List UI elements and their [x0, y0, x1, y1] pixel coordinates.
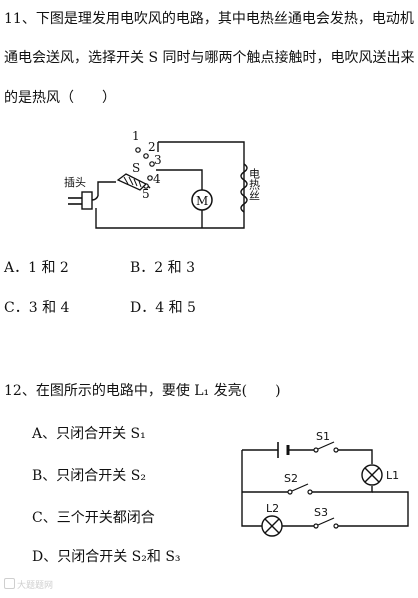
plug-icon	[68, 191, 99, 210]
q11-stem-line2: 通电会送风，选择开关 S 同时与哪两个触点接触时，电吹风送出来	[4, 50, 415, 66]
switch-s3-icon	[313, 517, 339, 529]
lamp-l2-label: L2	[266, 502, 279, 515]
q11-stem-line3: 的是热风（ ）	[4, 90, 116, 106]
circuit-wires	[241, 449, 409, 527]
heater-coil-icon	[240, 163, 248, 213]
contact-label-5: 5	[142, 187, 150, 201]
switch-s2-icon	[287, 483, 313, 495]
contact-label-4: 4	[153, 172, 161, 186]
q11-stem-line1: 11、下图是理发用电吹风的电路，其中电热丝通电会发热，电动机	[4, 11, 414, 27]
q12-stem: 12、在图所示的电路中，要使 L₁ 发亮( )	[4, 383, 281, 399]
motor-label: M	[196, 194, 208, 208]
q11-option-b[interactable]: B．2 和 3	[130, 260, 196, 276]
switch-s1-icon	[313, 441, 339, 453]
motor-icon	[191, 189, 213, 211]
plug-label: 插头	[64, 175, 86, 189]
q11-option-a[interactable]: A．1 和 2	[4, 260, 69, 276]
q11-option-d[interactable]: D．4 和 5	[130, 300, 196, 316]
watermark-text: 大题题网	[4, 578, 53, 591]
watermark-label: 大题题网	[17, 581, 54, 591]
rotary-switch-blade	[116, 173, 148, 191]
circuit-wires	[95, 141, 245, 229]
q12-option-a[interactable]: A、只闭合开关 S₁	[32, 426, 146, 442]
q12-option-d[interactable]: D、只闭合开关 S₂和 S₃	[32, 549, 181, 565]
contact-label-3: 3	[154, 153, 162, 167]
contact-label-2: 2	[148, 140, 156, 154]
lamp-l1-label: L1	[386, 469, 399, 482]
switch-label: S	[132, 161, 140, 175]
hair-dryer-circuit-diagram: 插头 1 2 3 4 5 S	[64, 129, 261, 229]
watermark-logo-icon	[4, 578, 15, 589]
q12-option-c[interactable]: C、三个开关都闭合	[32, 510, 155, 526]
contact-label-1: 1	[132, 129, 140, 143]
lamp-switch-circuit-diagram: S1 L1 S2 L2 S3	[241, 430, 409, 537]
switch-s3-label: S3	[314, 506, 328, 519]
q11-option-c[interactable]: C．3 和 4	[4, 300, 70, 316]
battery-icon	[277, 442, 290, 458]
heater-label: 电热丝	[248, 168, 261, 201]
q12-option-b[interactable]: B、只闭合开关 S₂	[32, 468, 146, 484]
switch-s2-label: S2	[284, 472, 298, 485]
lamp-l2-icon	[261, 515, 283, 537]
switch-s1-label: S1	[316, 430, 330, 443]
lamp-l1-icon	[361, 464, 383, 486]
